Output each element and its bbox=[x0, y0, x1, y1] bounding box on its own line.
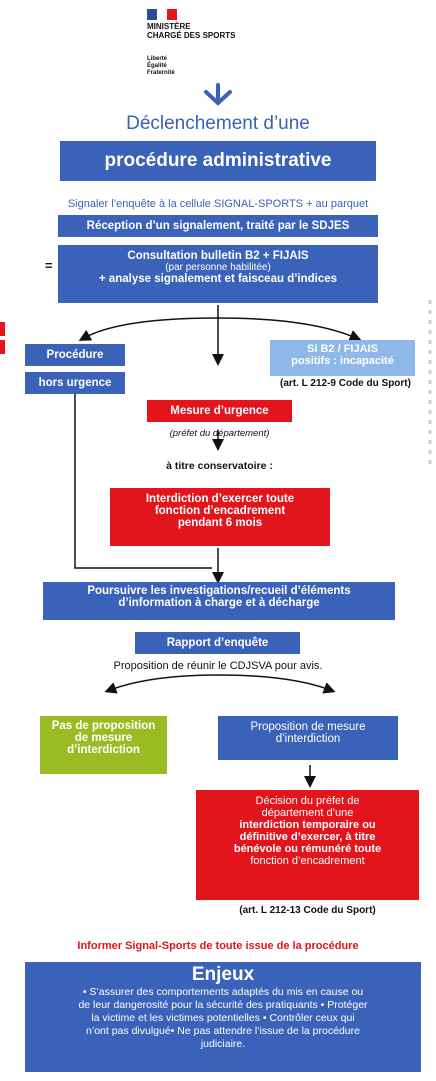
b2-line-2: positifs : incapacité bbox=[291, 355, 394, 367]
motto-3: Fraternité bbox=[147, 70, 175, 76]
mesure-urgence-box: Mesure d’urgence bbox=[147, 400, 292, 422]
b2-reference: (art. L 212-9 Code du Sport) bbox=[280, 378, 411, 389]
logo-line-2: CHARGÉ DES SPORTS bbox=[147, 31, 236, 40]
enjeux-line-3: la victime et les victimes potentielles … bbox=[91, 1012, 355, 1024]
enjeux-line-5: judiciaire. bbox=[200, 1038, 246, 1050]
poursuivre-box: Poursuivre les investigations/recueil d’… bbox=[43, 582, 395, 620]
equals-sign: = bbox=[45, 258, 53, 273]
enjeux-line-1: • S’assurer des comportements adaptés du… bbox=[82, 986, 364, 998]
interdiction-line-3: pendant 6 mois bbox=[177, 517, 263, 529]
ministry-logo-text: MINISTÈRE CHARGÉ DES SPORTS bbox=[147, 22, 235, 40]
signal-note: Signaler l’enquête à la cellule SIGNAL-S… bbox=[67, 198, 369, 210]
consultation-box: Consultation bulletin B2 + FIJAIS (par p… bbox=[58, 245, 378, 303]
motto-1: Liberté bbox=[147, 56, 168, 62]
logo-motto: Liberté Égalité Fraternité bbox=[147, 56, 175, 77]
procedure-box: Procédure bbox=[25, 344, 125, 366]
decision-line-1: Décision du préfet de bbox=[255, 795, 360, 807]
side-marker-1 bbox=[0, 322, 5, 336]
side-marker-2 bbox=[0, 340, 5, 354]
republique-flag-icon bbox=[147, 7, 177, 20]
consultation-line-3: + analyse signalement et faisceau d’indi… bbox=[98, 273, 338, 285]
rapport-box: Rapport d’enquête bbox=[135, 632, 300, 654]
enjeux-line-2: de leur dangerosité pour la sécurité des… bbox=[78, 999, 368, 1011]
title-line-1: Déclenchement d’une bbox=[126, 113, 310, 134]
pas-proposition-box: Pas de proposition de mesure d’interdict… bbox=[40, 716, 167, 774]
interdiction-line-2: fonction d’encadrement bbox=[154, 505, 286, 517]
motto-2: Égalité bbox=[147, 63, 167, 69]
hors-urgence-box: hors urgence bbox=[25, 372, 125, 394]
proposition-line-2: d’interdiction bbox=[275, 733, 341, 745]
decision-box: Décision du préfet de département d’une … bbox=[196, 790, 419, 900]
enjeux-title: Enjeux bbox=[191, 964, 255, 985]
b2-line-1: Si B2 / FIJAIS bbox=[307, 343, 378, 355]
down-arrow-icon bbox=[204, 83, 232, 106]
interdiction-line-1: Interdiction d’exercer toute bbox=[145, 493, 295, 505]
enjeux-box: Enjeux • S’assurer des comportements ada… bbox=[25, 962, 421, 1072]
consultation-line-1: Consultation bulletin B2 + FIJAIS bbox=[127, 250, 309, 262]
decision-line-4: définitive d’exercer, à titre bbox=[239, 831, 376, 843]
consultation-line-2: (par personne habilitée) bbox=[165, 262, 271, 273]
title-box: procédure administrative bbox=[60, 141, 376, 181]
proposition-mesure-box: Proposition de mesure d’interdiction bbox=[218, 716, 398, 760]
cdjsva-proposition: Proposition de réunir le CDJSVA pour avi… bbox=[113, 660, 323, 672]
poursuivre-line-2: d’information à charge et à décharge bbox=[118, 597, 320, 609]
reception-box: Réception d’un signalement, traité par l… bbox=[58, 215, 378, 237]
pas-proposition-line-2: de mesure bbox=[74, 732, 133, 744]
conservatoire-label: à titre conservatoire : bbox=[166, 460, 273, 472]
decision-reference: (art. L 212-13 Code du Sport) bbox=[239, 905, 376, 916]
prefet-note: (préfet du département) bbox=[169, 428, 270, 439]
informer-note: Informer Signal-Sports de toute issue de… bbox=[77, 940, 359, 952]
decision-line-2: département d’une bbox=[261, 807, 354, 819]
pas-proposition-line-1: Pas de proposition bbox=[51, 720, 156, 732]
proposition-line-1: Proposition de mesure bbox=[250, 721, 366, 733]
decision-line-3: interdiction temporaire ou bbox=[239, 819, 376, 831]
decision-line-5: bénévole ou rémunéré toute bbox=[233, 843, 382, 855]
logo-line-1: MINISTÈRE bbox=[147, 22, 191, 31]
b2-positive-box: Si B2 / FIJAIS positifs : incapacité bbox=[270, 340, 415, 376]
poursuivre-line-1: Poursuivre les investigations/recueil d’… bbox=[87, 585, 351, 597]
pas-proposition-line-3: d’interdiction bbox=[67, 744, 140, 756]
enjeux-line-4: n’ont pas divulgué• Ne pas attendre l’is… bbox=[86, 1025, 360, 1037]
decision-line-6: fonction d’encadrement bbox=[250, 855, 365, 867]
interdiction-box: Interdiction d’exercer toute fonction d’… bbox=[110, 488, 330, 546]
